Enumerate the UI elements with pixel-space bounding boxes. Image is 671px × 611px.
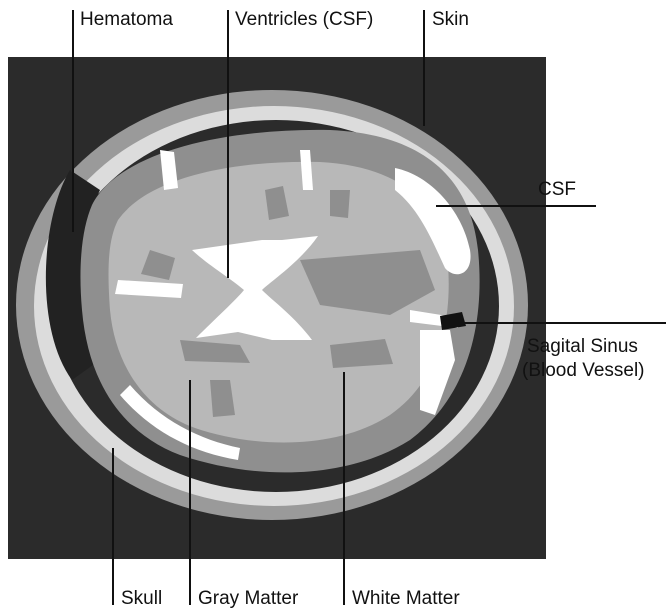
gray-fold <box>330 190 350 218</box>
skin-label: Skin <box>432 9 469 30</box>
blood-vessel-label: (Blood Vessel) <box>522 360 645 381</box>
skull-label: Skull <box>121 588 162 609</box>
ventricles-label: Ventricles (CSF) <box>235 9 373 30</box>
csf-label: CSF <box>538 179 576 200</box>
white-matter-label: White Matter <box>352 588 460 609</box>
hematoma-label: Hematoma <box>80 9 173 30</box>
gray-matter-label: Gray Matter <box>198 588 299 609</box>
sagital-sinus-label: Sagital Sinus <box>527 336 638 357</box>
